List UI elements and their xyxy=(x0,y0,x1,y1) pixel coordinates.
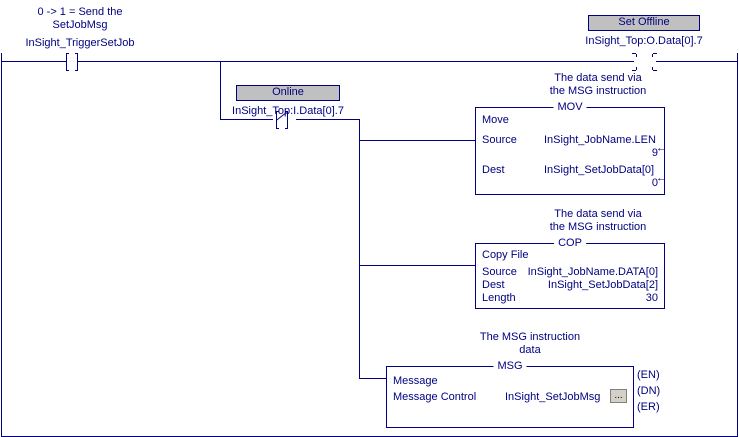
mov-input-wire xyxy=(359,140,475,141)
cop-source-label: Source xyxy=(482,266,517,278)
mov-source-arrow-icon: ← xyxy=(656,142,667,154)
cop-comment-line2: the MSG instruction xyxy=(549,221,647,233)
rung-wire-left xyxy=(1,61,67,62)
online-contact-symbol[interactable] xyxy=(272,111,296,129)
branch-left-vertical xyxy=(220,61,221,120)
online-out-wire xyxy=(296,119,360,120)
cop-length-label: Length xyxy=(482,292,516,304)
cop-dest-label: Dest xyxy=(482,279,505,291)
cop-mnemonic: COP xyxy=(554,237,586,249)
trigger-contact-symbol[interactable] xyxy=(62,53,84,71)
mov-comment-line1: The data send via xyxy=(554,72,642,84)
msg-instruction[interactable]: MSG Message Message Control InSight_SetJ… xyxy=(386,360,634,428)
mov-dest-arrow-icon: ← xyxy=(656,172,667,184)
mov-comment-line2: the MSG instruction xyxy=(549,85,647,97)
cop-source-operand[interactable]: InSight_JobName.DATA[0] xyxy=(527,266,658,278)
mov-dest-operand[interactable]: InSight_SetJobData[0] xyxy=(544,164,655,176)
msg-en-output: (EN) xyxy=(637,369,660,381)
trigger-contact-tag: InSight_TriggerSetJob xyxy=(25,37,135,49)
set-offline-coil-symbol[interactable] xyxy=(632,53,658,71)
cop-dest-operand[interactable]: InSight_SetJobData[2] xyxy=(547,279,658,291)
mov-source-label: Source xyxy=(482,134,517,146)
mov-instruction[interactable]: MOV Move Source InSight_JobName.LEN 9 De… xyxy=(475,101,665,195)
msg-comment-line1: The MSG instruction xyxy=(479,331,581,343)
msg-browse-button[interactable]: ... xyxy=(610,389,627,403)
msg-input-wire xyxy=(359,378,386,379)
mov-source-operand[interactable]: InSight_JobName.LEN xyxy=(544,134,656,146)
cop-length-value: 30 xyxy=(645,292,658,304)
rung-wire-top xyxy=(78,61,634,62)
msg-comment-line2: data xyxy=(519,344,541,356)
mov-mnemonic: MOV xyxy=(553,101,587,113)
set-offline-header: Set Offline xyxy=(588,15,700,31)
msg-mnemonic: MSG xyxy=(493,360,527,372)
trigger-comment-line2: SetJobMsg xyxy=(52,19,108,31)
mov-title: Move xyxy=(482,114,509,126)
msg-er-output: (ER) xyxy=(637,401,660,413)
mov-source-value: 9 xyxy=(651,147,658,159)
instruction-spine xyxy=(359,119,360,379)
cop-input-wire xyxy=(359,265,475,266)
msg-title: Message xyxy=(393,375,438,387)
right-power-rail xyxy=(737,53,738,437)
cop-comment-line1: The data send via xyxy=(554,208,642,220)
rung-wire-to-right-rail xyxy=(656,61,738,62)
mov-dest-value: 0 xyxy=(651,177,658,189)
left-power-rail xyxy=(1,53,2,437)
msg-control-operand[interactable]: InSight_SetJobMsg xyxy=(505,391,601,403)
set-offline-tag: InSight_Top:O.Data[0].7 xyxy=(585,35,703,47)
mov-dest-label: Dest xyxy=(482,164,505,176)
msg-control-label: Message Control xyxy=(393,391,477,403)
cop-title: Copy File xyxy=(482,249,529,261)
cop-instruction[interactable]: COP Copy File Source InSight_JobName.DAT… xyxy=(475,237,665,309)
branch-bottom-wire xyxy=(220,119,273,120)
online-header: Online xyxy=(236,85,340,101)
msg-dn-output: (DN) xyxy=(637,385,661,397)
trigger-comment-line1: 0 -> 1 = Send the xyxy=(37,6,123,18)
